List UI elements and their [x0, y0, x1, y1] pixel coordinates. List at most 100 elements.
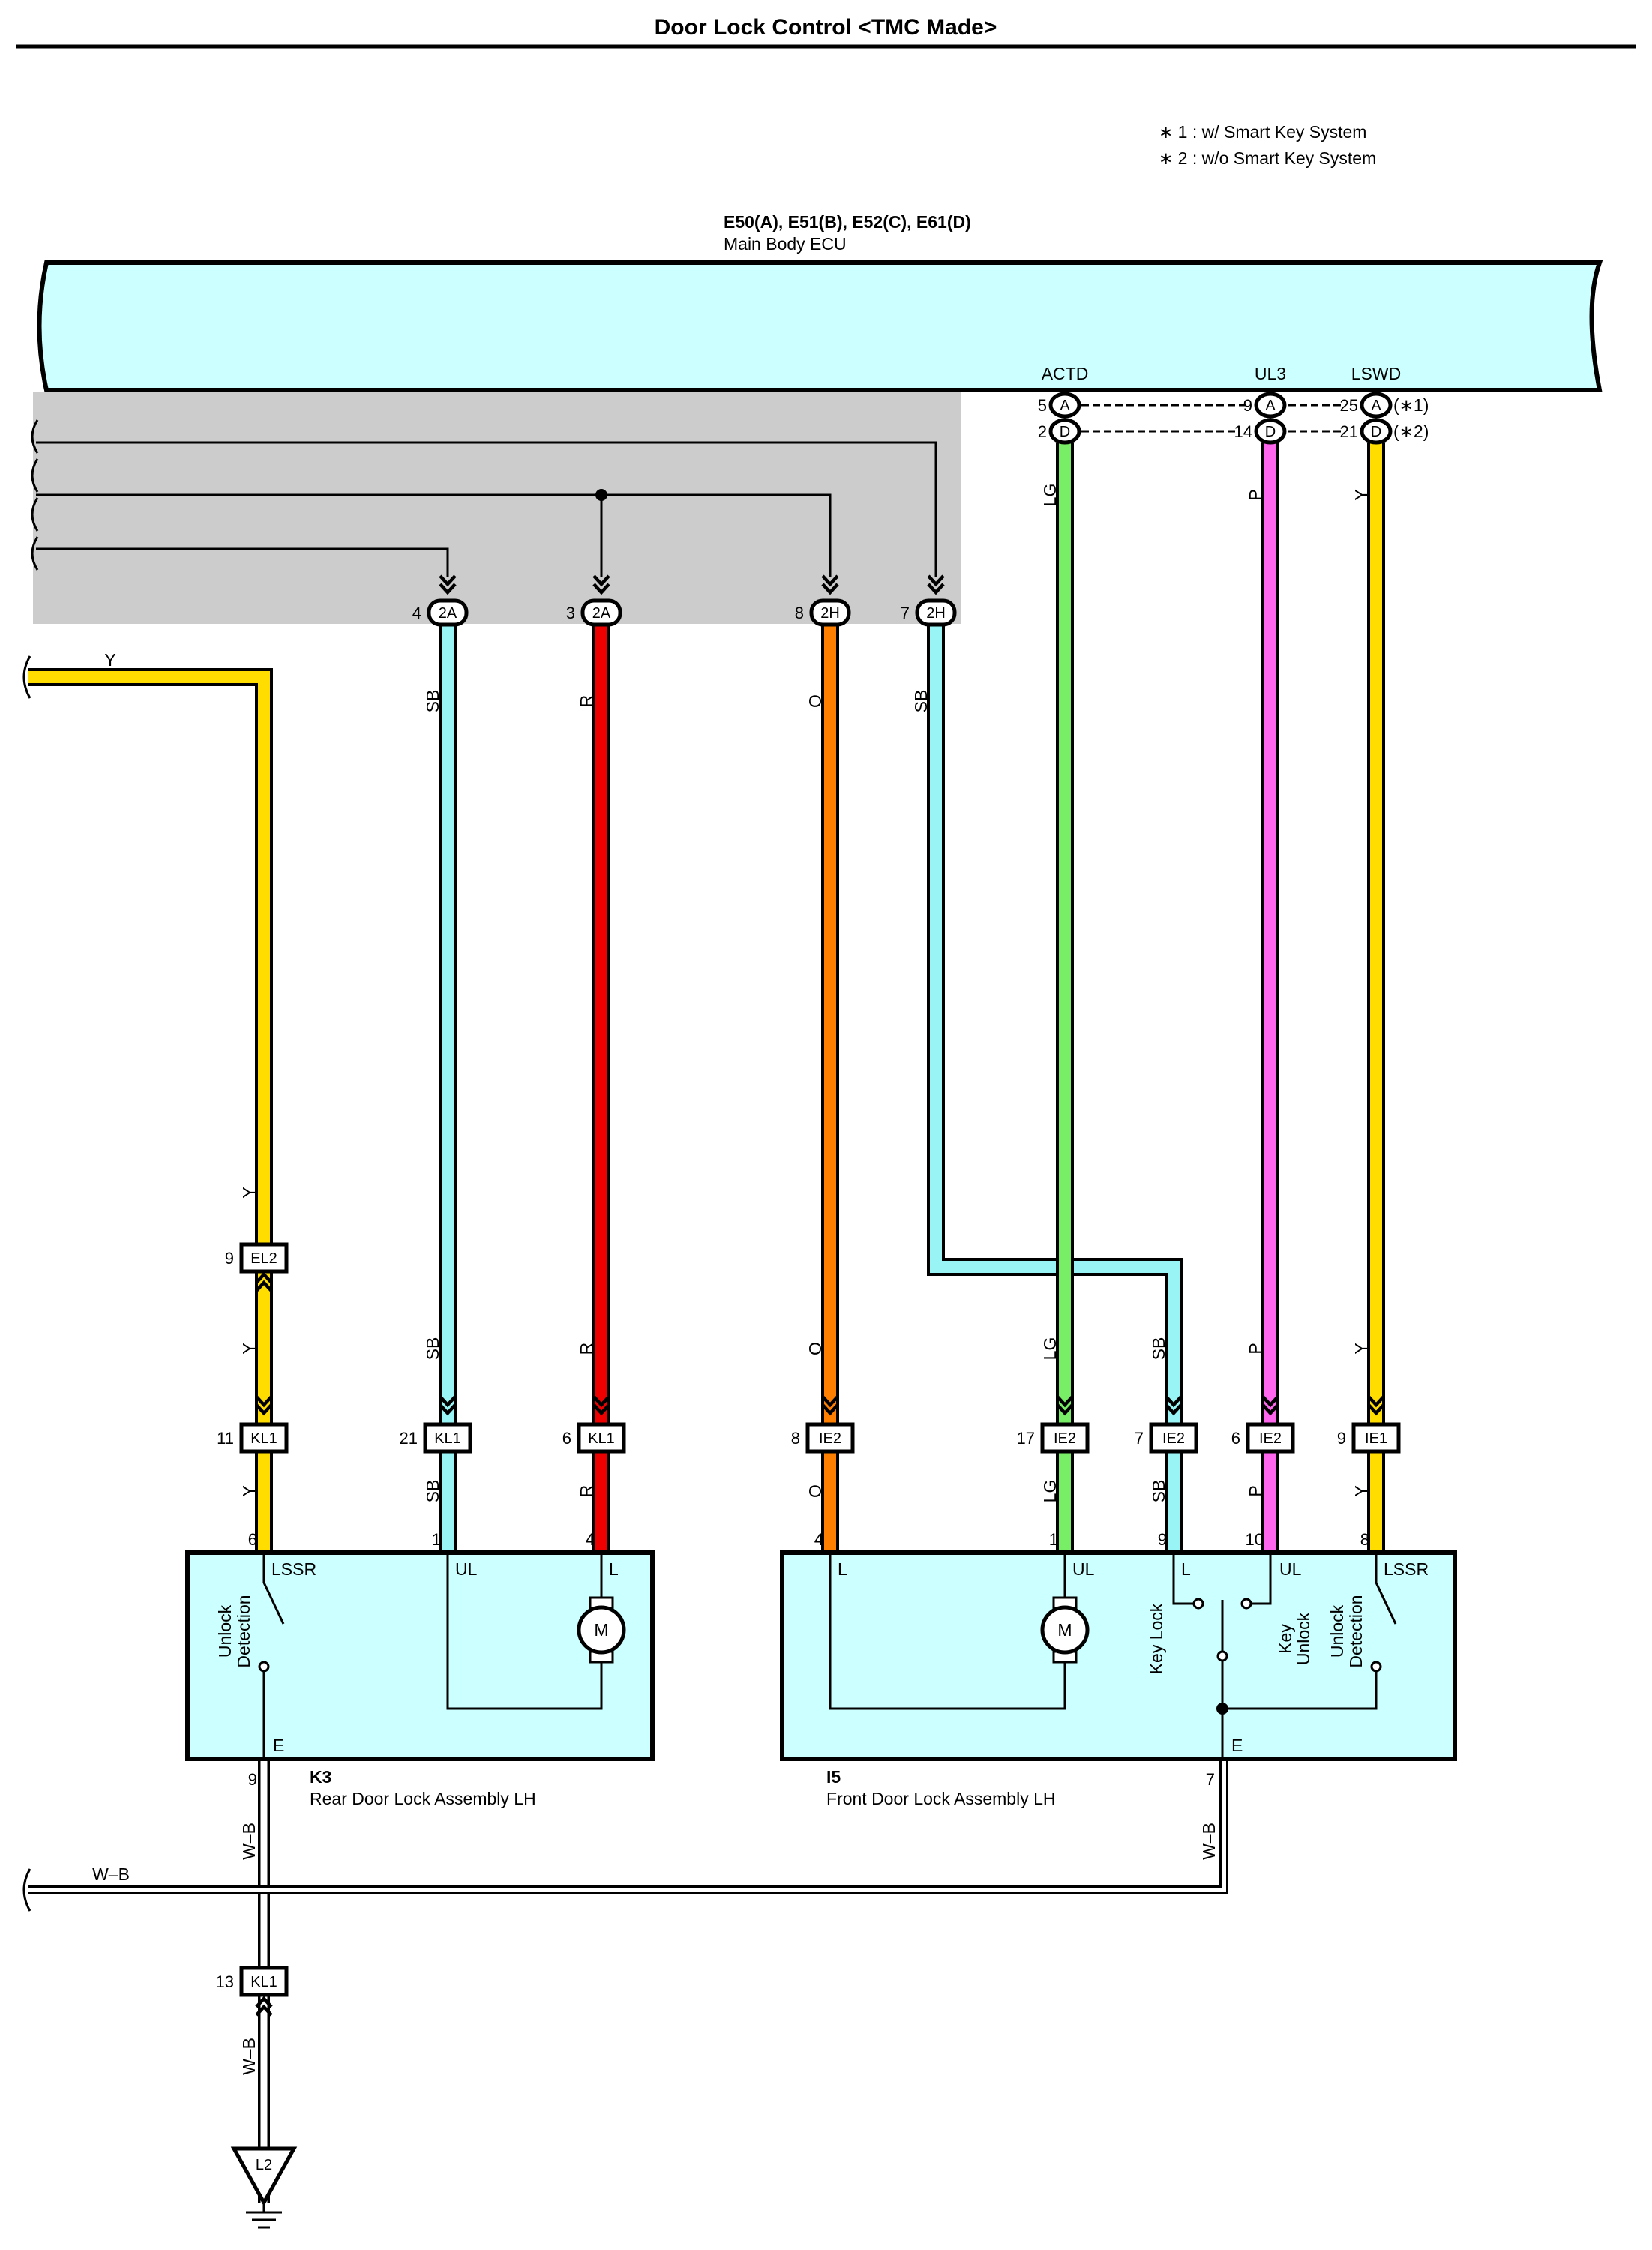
wire-y-rear	[28, 668, 273, 1552]
rear-label-lssr: LSSR	[271, 1559, 316, 1579]
actd-conn-a: A	[1060, 398, 1070, 414]
front-label-keyl: L	[1181, 1559, 1191, 1579]
key-lock-label: Key Lock	[1147, 1603, 1166, 1674]
svg-text:IE2: IE2	[1259, 1430, 1282, 1447]
wire-color-label: LG	[1040, 484, 1060, 507]
wire-color-label: LG	[1040, 1480, 1060, 1503]
svg-text:4: 4	[412, 604, 421, 622]
wire-color-label: Y	[1351, 1485, 1371, 1496]
svg-text:9: 9	[225, 1249, 234, 1268]
rear-pin-l: 4	[586, 1530, 595, 1549]
front-lock-name: Front Door Lock Assembly LH	[826, 1789, 1056, 1808]
svg-text:IE2: IE2	[1054, 1430, 1076, 1447]
svg-text:7: 7	[901, 604, 910, 622]
front-pin-keyl: 9	[1158, 1530, 1167, 1549]
rear-door-lock-body	[185, 1550, 655, 1761]
actd-pin-a: 5	[1038, 396, 1047, 415]
ecu-internal-lines	[36, 441, 937, 578]
lswd-connector-a	[1360, 392, 1393, 418]
wire-color-labels: Y LG P Y SB R O SB Y Y SB R O LG SB P Y …	[92, 484, 1371, 2075]
connector-kl1-r: 6 KL1	[562, 1422, 626, 1454]
wire-color-label: LG	[1040, 1337, 1060, 1360]
junction-connector: 7 2H	[901, 598, 957, 627]
wire-color-label: P	[1246, 489, 1265, 500]
lswd-pin-d: 21	[1340, 422, 1358, 441]
wire-color-label: Y	[1351, 1342, 1371, 1354]
splice-dot	[595, 489, 607, 501]
svg-text:7: 7	[1135, 1429, 1144, 1448]
wire-color-label: SB	[911, 690, 931, 713]
ul3-conn-d: D	[1265, 424, 1276, 440]
svg-text:17: 17	[1017, 1429, 1035, 1448]
svg-text:KL1: KL1	[588, 1430, 615, 1447]
ecu-connector-codes: E50(A), E51(B), E52(C), E61(D)	[724, 212, 971, 232]
svg-text:11: 11	[217, 1429, 234, 1448]
ul3-pin-d: 14	[1234, 422, 1252, 441]
wire-color-label: O	[805, 1342, 825, 1355]
rear-label-ul: UL	[455, 1559, 478, 1579]
svg-text:21: 21	[400, 1429, 418, 1448]
wire-break-y	[22, 656, 31, 699]
svg-text:13: 13	[216, 1972, 234, 1991]
lswd-pin-a: 25	[1340, 396, 1358, 415]
motor-icon	[577, 1605, 626, 1654]
wire-color-label: SB	[1149, 1480, 1168, 1503]
connector-ie2-p: 6 IE2	[1231, 1422, 1295, 1454]
rear-switch-label: Detection	[234, 1594, 253, 1667]
terminal-ul3-label: UL3	[1255, 364, 1286, 383]
front-lock-code: I5	[826, 1767, 841, 1786]
svg-text:IE1: IE1	[1365, 1430, 1387, 1447]
connector-ie2-lg: 17 IE2	[1017, 1422, 1090, 1454]
wire-color-label: SB	[423, 690, 442, 713]
rear-switch-label: Unlock	[215, 1604, 235, 1658]
note-smart-key: ∗ 1 : w/ Smart Key System	[1159, 122, 1366, 142]
svg-text:3: 3	[566, 604, 575, 622]
lswd-conn-a: A	[1371, 398, 1381, 414]
wire-color-label: W–B	[92, 1864, 130, 1884]
connector-kl1-y: 11 KL1	[217, 1422, 289, 1454]
lswd-note-a: (∗1)	[1393, 395, 1429, 415]
svg-text:EL2: EL2	[250, 1250, 277, 1267]
wire-color-label: O	[805, 694, 825, 708]
wire-color-label: Y	[239, 1342, 259, 1354]
wire-color-label: R	[577, 1485, 596, 1498]
connector-ie2-o: 8 IE2	[791, 1422, 855, 1454]
wire-color-label: Y	[239, 1186, 259, 1198]
front-pin-l: 4	[814, 1530, 823, 1549]
note-no-smart-key: ∗ 2 : w/o Smart Key System	[1159, 148, 1376, 168]
rear-lock-code: K3	[310, 1767, 331, 1786]
key-unlock-label: Unlock	[1294, 1612, 1313, 1665]
ul3-connector-d	[1254, 418, 1287, 445]
svg-text:2A: 2A	[439, 605, 457, 622]
svg-text:KL1: KL1	[250, 1974, 277, 1990]
front-pin-lssr: 8	[1360, 1530, 1369, 1549]
svg-text:6: 6	[1231, 1429, 1240, 1448]
key-lock-contact	[1192, 1598, 1204, 1610]
actd-connector-d	[1048, 418, 1081, 445]
svg-text:KL1: KL1	[250, 1430, 277, 1447]
rear-pin-ul: 1	[432, 1530, 441, 1549]
actd-conn-d: D	[1060, 424, 1070, 440]
motor-icon	[1040, 1605, 1090, 1654]
actd-pin-d: 2	[1038, 422, 1047, 441]
svg-text:9: 9	[1337, 1429, 1346, 1448]
svg-text:KL1: KL1	[434, 1430, 461, 1447]
connector-ie1-y: 9 IE1	[1337, 1422, 1401, 1454]
ecu-terminal-dash-lines	[1081, 404, 1341, 433]
wire-color-label: Y	[104, 650, 115, 670]
svg-text:2H: 2H	[820, 605, 840, 622]
ul3-conn-a: A	[1265, 398, 1276, 414]
ecu-internal-area	[33, 392, 961, 624]
front-label-lssr: LSSR	[1384, 1559, 1429, 1579]
ecu-name: Main Body ECU	[724, 234, 847, 254]
rear-switch-contact	[258, 1660, 270, 1672]
ground-code: L2	[256, 2157, 272, 2174]
ul3-connector-a	[1254, 392, 1287, 418]
connector-el2: 9 EL2	[225, 1242, 289, 1274]
front-pin-ul: 1	[1049, 1530, 1058, 1549]
wire-color-label: SB	[1149, 1337, 1168, 1360]
svg-text:IE2: IE2	[1162, 1430, 1185, 1447]
wire-color-label: P	[1246, 1485, 1265, 1496]
actd-connector-a	[1048, 392, 1081, 418]
